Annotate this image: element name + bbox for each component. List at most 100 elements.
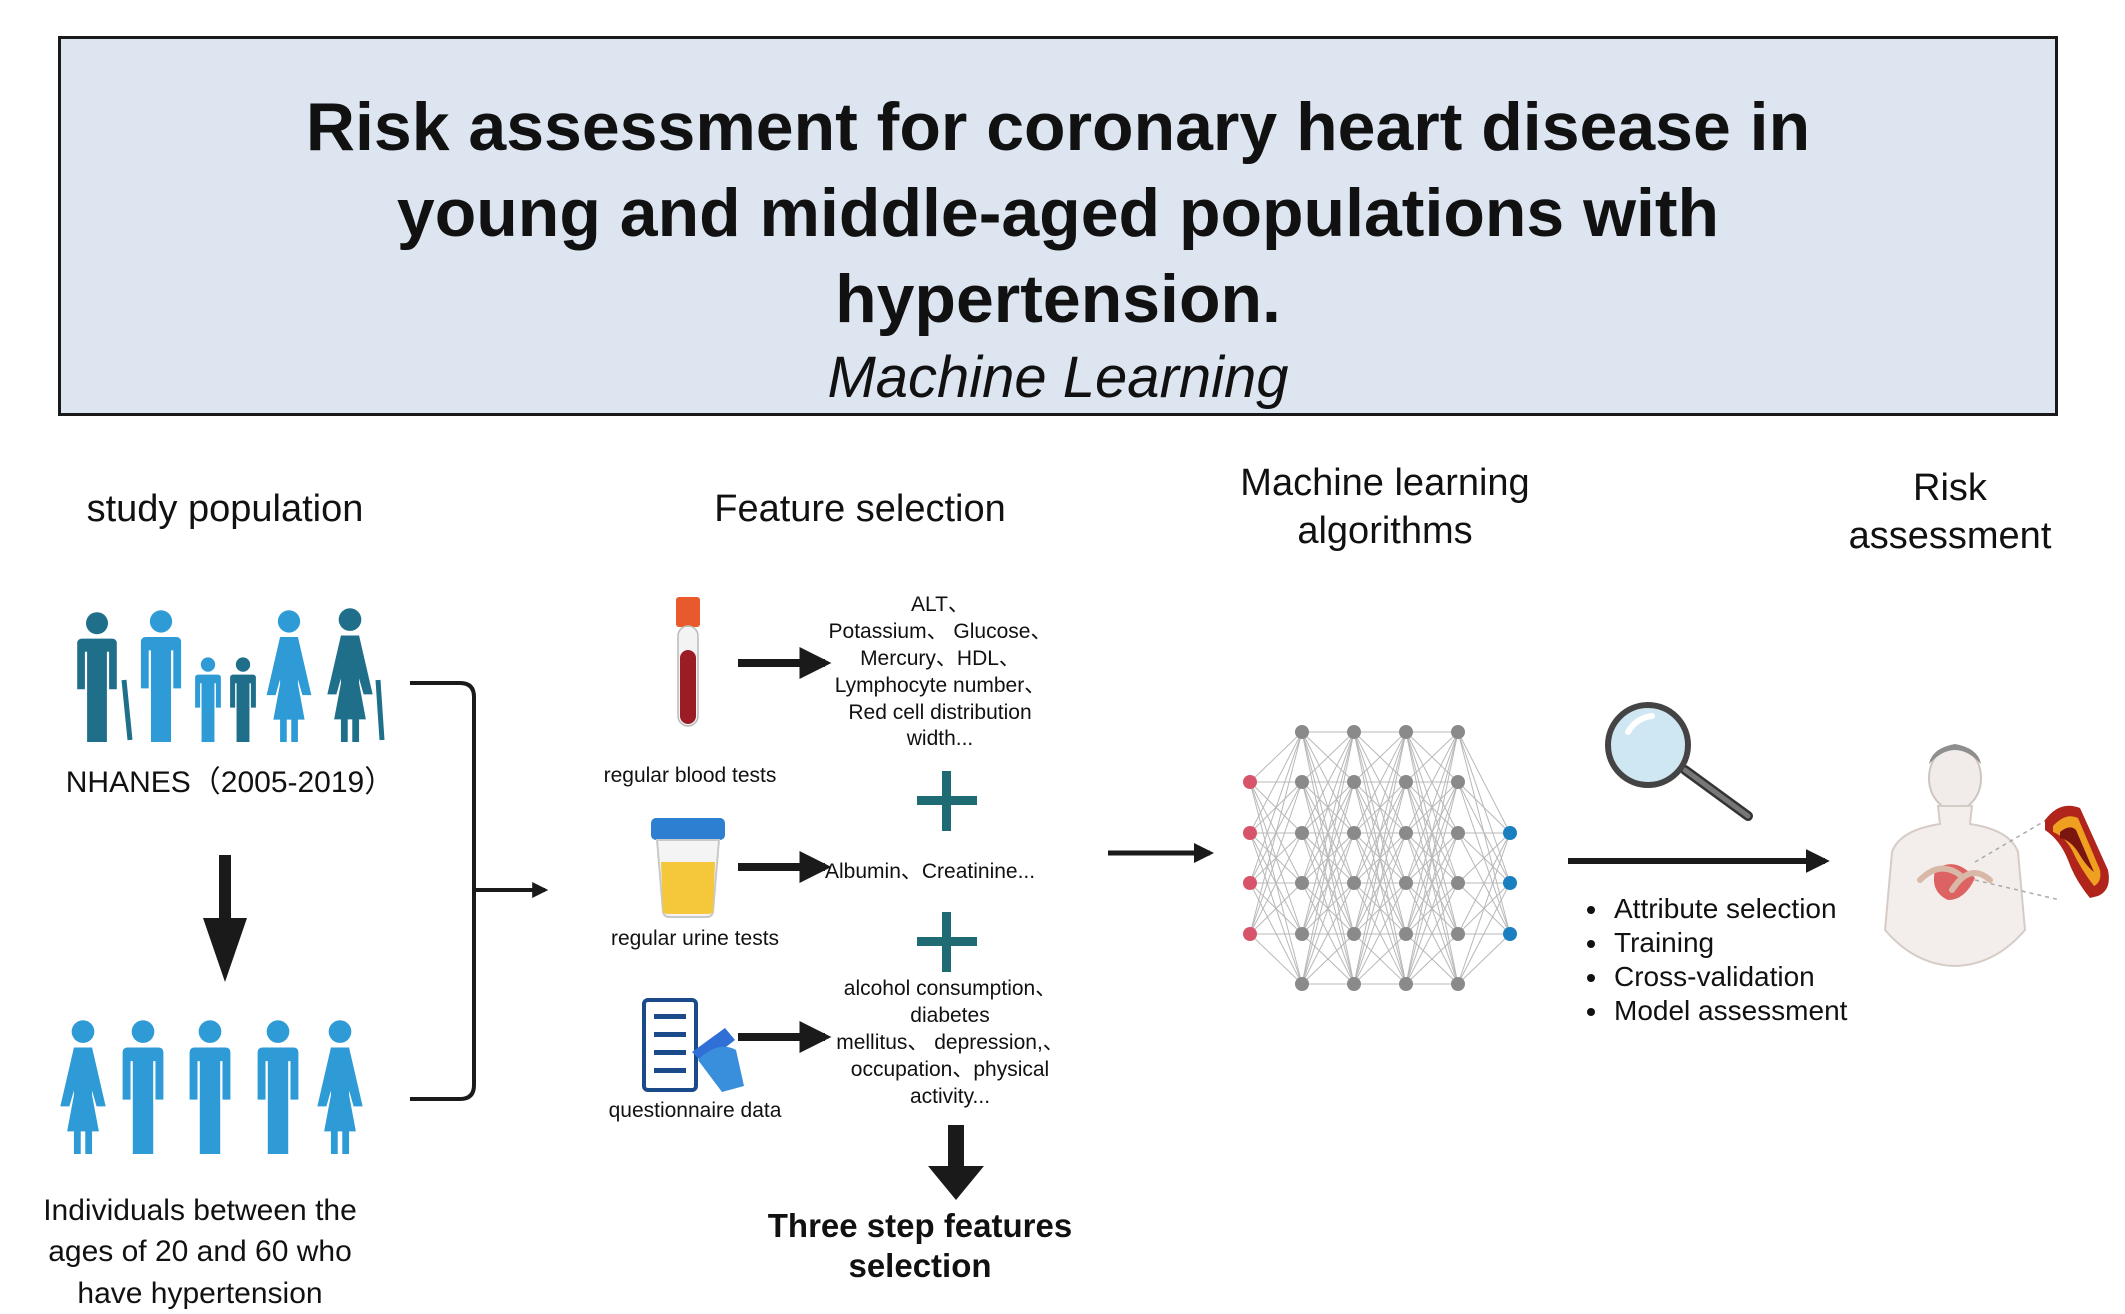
network-edge xyxy=(1457,832,1511,985)
network-edge xyxy=(1301,731,1355,783)
network-node xyxy=(1347,725,1361,739)
network-edge xyxy=(1405,882,1459,985)
title-subtitle: Machine Learning xyxy=(827,345,1289,410)
criteria-line-3: have hypertension xyxy=(77,1276,323,1310)
blood-item: Mercury、HDL、 xyxy=(860,646,1020,670)
three-step-line-1: Three step features xyxy=(767,1207,1073,1244)
network-node xyxy=(1399,725,1413,739)
network-node xyxy=(1295,725,1309,739)
heading-risk-line-1: Risk xyxy=(1913,467,1987,509)
ml-step-item: Attribute selection xyxy=(1610,892,1910,926)
network-edge xyxy=(1457,781,1511,834)
network-edge xyxy=(1301,832,1355,985)
network-edge xyxy=(1249,731,1303,935)
network-edge xyxy=(1249,731,1303,884)
magnifier-icon xyxy=(1605,702,1753,821)
network-node xyxy=(1451,927,1465,941)
network-edge xyxy=(1457,882,1511,985)
network-node xyxy=(1451,876,1465,890)
network-node xyxy=(1503,826,1517,840)
network-edge xyxy=(1405,731,1459,834)
blood-item: Potassium、 Glucose、 xyxy=(828,619,1052,643)
artery-icon xyxy=(2045,805,2109,898)
network-edge xyxy=(1301,731,1355,935)
ml-step-item: Training xyxy=(1610,926,1910,960)
network-edge xyxy=(1405,731,1459,884)
people-family-icon xyxy=(77,608,385,742)
urine-cup-icon xyxy=(651,818,725,918)
blood-item: width... xyxy=(906,727,974,751)
network-node xyxy=(1451,725,1465,739)
criteria-line-2: ages of 20 and 60 who xyxy=(48,1235,352,1269)
ml-steps: Attribute selection Training Cross-valid… xyxy=(1580,892,1910,1029)
ml-step-item: Model assessment xyxy=(1610,994,1910,1028)
blood-tube-icon xyxy=(676,597,700,727)
network-node xyxy=(1503,876,1517,890)
network-edge xyxy=(1301,882,1355,985)
network-edge xyxy=(1405,731,1459,783)
network-edge xyxy=(1301,781,1355,985)
network-node xyxy=(1503,927,1517,941)
network-edge xyxy=(1457,731,1511,834)
bracket-connector xyxy=(410,681,549,1101)
blood-items: ALT、 Potassium、 Glucose、 Mercury、HDL、 Ly… xyxy=(810,592,1070,753)
network-edge xyxy=(1353,933,1407,985)
questionnaire-item: diabetes xyxy=(910,1003,990,1027)
ml-step-item: Cross-validation xyxy=(1610,960,1910,994)
plus-icon xyxy=(917,771,977,831)
network-edge xyxy=(1353,832,1407,985)
network-node xyxy=(1295,775,1309,789)
network-edge xyxy=(1353,731,1407,834)
blood-item: Lymphocyte number、 xyxy=(834,673,1046,697)
network-edge xyxy=(1405,832,1459,985)
title-line-3: hypertension. xyxy=(835,261,1281,337)
network-node xyxy=(1347,977,1361,991)
network-edge xyxy=(1249,781,1303,935)
network-node xyxy=(1451,826,1465,840)
network-edge xyxy=(1301,933,1355,985)
network-node xyxy=(1347,927,1361,941)
heading-risk-assessment: Risk assessment xyxy=(1810,465,2090,560)
network-node xyxy=(1243,876,1257,890)
network-edge xyxy=(1249,933,1303,985)
questionnaire-item: alcohol consumption、 xyxy=(843,977,1057,1000)
urine-items: Albumin、Creatinine... xyxy=(825,860,1036,883)
questionnaire-icon xyxy=(642,998,744,1092)
questionnaire-item: occupation、physical xyxy=(850,1057,1050,1081)
network-edge xyxy=(1405,731,1459,935)
network-edge xyxy=(1405,781,1459,985)
questionnaire-label: questionnaire data xyxy=(608,1099,782,1122)
network-edge xyxy=(1301,731,1355,834)
network-node xyxy=(1399,927,1413,941)
network-edge xyxy=(1405,933,1459,985)
network-node xyxy=(1347,876,1361,890)
blood-item: ALT、 xyxy=(911,593,969,616)
network-edge xyxy=(1457,832,1511,935)
network-edge xyxy=(1353,731,1407,884)
network-edge xyxy=(1249,731,1303,783)
network-edge xyxy=(1457,832,1511,884)
criteria-line-1: Individuals between the xyxy=(43,1194,357,1227)
title-line-2: young and middle-aged populations with xyxy=(396,175,1720,251)
network-edge xyxy=(1301,731,1355,985)
questionnaire-item: mellitus、 depression,、 xyxy=(836,1030,1064,1054)
title-line-1: Risk assessment for coronary heart disea… xyxy=(305,89,1811,165)
three-step-line-2: selection xyxy=(848,1246,992,1284)
network-node xyxy=(1399,977,1413,991)
network-edge xyxy=(1353,882,1407,985)
heading-study-population: study population xyxy=(86,488,364,530)
network-edge xyxy=(1405,731,1459,985)
network-node xyxy=(1243,826,1257,840)
heading-ml-line-1: Machine learning xyxy=(1240,462,1530,504)
network-edge xyxy=(1249,832,1303,935)
heading-ml-algorithms: Machine learning algorithms xyxy=(1200,460,1570,555)
population-source: NHANES（2005-2019） xyxy=(65,766,395,799)
network-edge xyxy=(1353,731,1407,985)
three-step-selection: Three step features selection xyxy=(740,1206,1100,1285)
network-node xyxy=(1295,977,1309,991)
network-node xyxy=(1451,977,1465,991)
network-node xyxy=(1295,876,1309,890)
heading-ml-line-2: algorithms xyxy=(1297,509,1473,552)
population-criteria: Individuals between the ages of 20 and 6… xyxy=(20,1190,380,1314)
